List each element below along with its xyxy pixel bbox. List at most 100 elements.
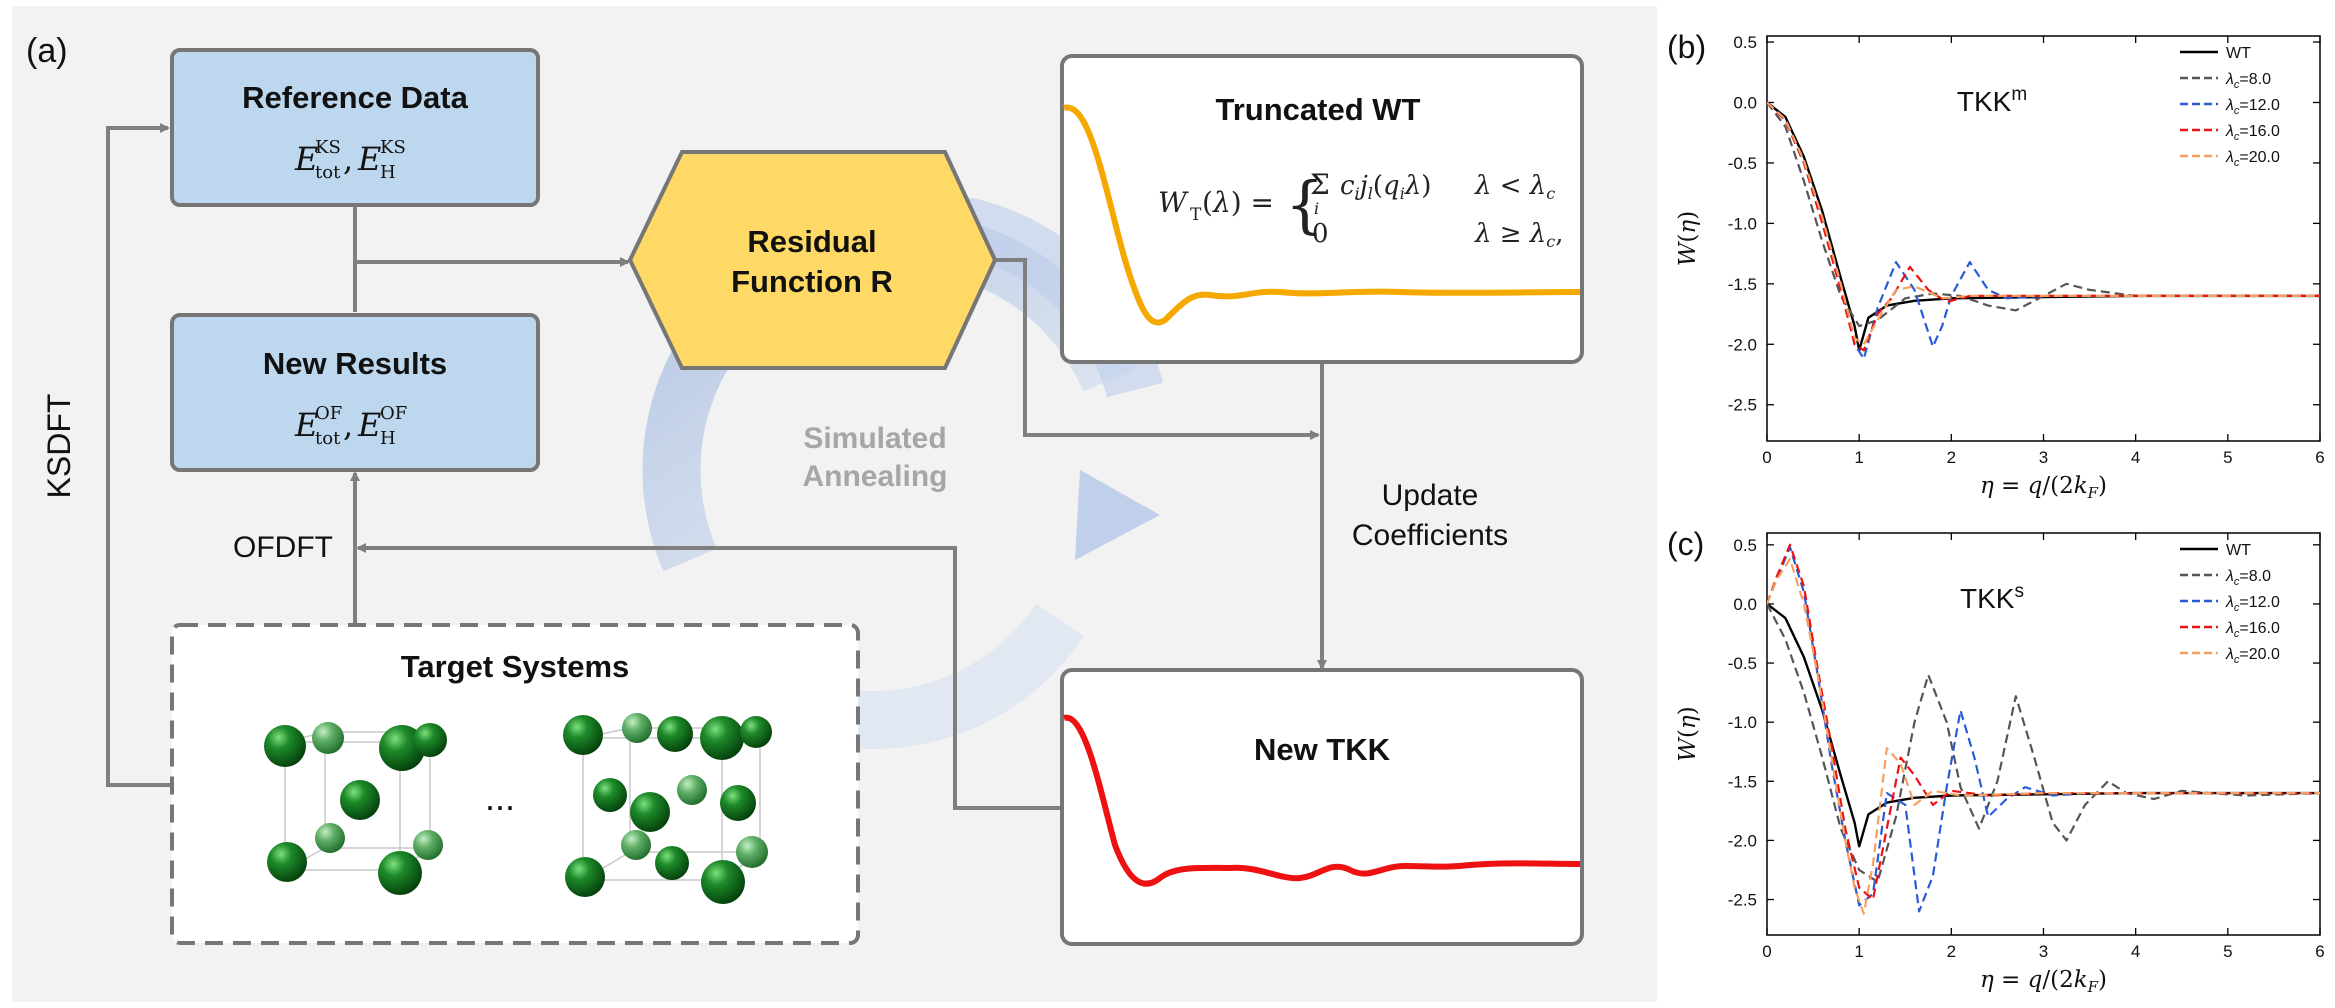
series-group [1767,543,2320,915]
legend-label: λc=20.0 [2225,149,2280,169]
residual-line-1: Residual [747,224,876,259]
svg-text:(λ) =: (λ) = [1202,186,1274,219]
svg-text:H: H [380,428,396,449]
y-axis-label: W(η) [1675,706,1701,761]
new-results-box: New Results E tot OF , E H OF [170,313,540,472]
chart-panel-label: (b) [1667,29,1706,65]
target-systems-box: Target Systems ... [170,623,860,945]
y-tick-label: -1.5 [1728,275,1757,294]
y-tick-label: -0.5 [1728,154,1757,173]
svg-text:cijl(qiλ): cijl(qiλ) [1340,171,1431,203]
y-tick-label: 0.5 [1733,33,1757,52]
y-tick-label: -0.5 [1728,654,1757,673]
reference-data-formula: E tot KS , E H KS [294,137,406,183]
crystal-structure-2 [563,713,772,904]
x-tick-label: 6 [2315,448,2324,467]
reference-data-box: Reference Data E tot KS , E H KS [170,48,540,207]
x-tick-label: 2 [1947,448,1956,467]
svg-text:T: T [1190,205,1202,225]
ofdft-label: OFDFT [233,531,333,564]
target-systems-title: Target Systems [401,649,630,684]
legend-label: λc=12.0 [2225,594,2280,614]
y-tick-label: 0.0 [1733,595,1757,614]
connectors [106,123,1327,810]
update-label-1: Update [1382,479,1479,512]
legend-label: WT [2226,45,2251,62]
x-tick-label: 4 [2131,942,2140,961]
target-systems-ellipsis: ... [485,777,515,818]
x-tick-label: 5 [2223,448,2232,467]
chart-title: TKKs [1960,581,2024,614]
series-line-1 [1767,603,2320,883]
y-tick-label: -2.5 [1728,891,1757,910]
truncated-wt-equation: W T (λ) = { Σ i cijl(qiλ) λ < λc 0 λ ≥ λ… [1158,168,1564,251]
y-tick-label: -1.0 [1728,214,1757,233]
x-tick-label: 1 [1854,448,1863,467]
x-tick-label: 4 [2131,448,2140,467]
y-tick-label: -1.0 [1728,713,1757,732]
legend-label: λc=16.0 [2225,620,2280,640]
new-results-title: New Results [263,346,447,381]
new-tkk-title: New TKK [1254,732,1391,767]
svg-text:tot: tot [315,162,341,183]
truncated-wt-title: Truncated WT [1216,92,1421,127]
residual-line-2: Function R [731,264,893,299]
svg-text:Σ: Σ [1310,168,1330,201]
series-line-4 [1767,557,2320,915]
annealing-label-2: Annealing [802,460,947,493]
chart-title: TKKm [1957,84,2027,117]
svg-text:0: 0 [1312,219,1329,249]
legend-label: λc=8.0 [2225,71,2271,91]
y-axis-label: W(η) [1675,211,1701,266]
x-tick-label: 3 [2039,942,2048,961]
x-tick-label: 0 [1762,942,1771,961]
series-line-2 [1767,546,2320,913]
new-tkk-curve [1063,714,1581,887]
svg-text:OF: OF [315,403,342,424]
y-tick-label: -2.0 [1728,831,1757,850]
new-results-formula: E tot OF , E H OF [294,403,407,449]
series-line-3 [1767,101,2320,352]
truncated-wt-box: Truncated WT W T (λ) = { Σ i cijl(qiλ) λ… [1060,54,1584,364]
legend-label: λc=8.0 [2225,568,2271,588]
y-tick-label: -2.5 [1728,396,1757,415]
x-tick-label: 1 [1854,942,1863,961]
crystal-structure-1 [264,722,447,895]
svg-text:E: E [357,406,381,444]
series-line-0 [1767,602,2320,848]
update-label-2: Coefficients [1352,519,1508,552]
y-tick-label: -2.0 [1728,335,1757,354]
new-tkk-box: New TKK [1060,668,1584,946]
ksdft-label: KSDFT [41,394,77,499]
svg-text:,: , [343,140,353,178]
x-tick-label: 6 [2315,942,2324,961]
svg-text:tot: tot [315,428,341,449]
series-group [1767,101,2320,360]
legend-label: λc=12.0 [2225,97,2280,117]
svg-text:λ ≥ λc,: λ ≥ λc, [1474,219,1564,251]
chart-panel-label: (c) [1667,526,1704,562]
series-line-3 [1767,543,2320,901]
svg-text:W: W [1158,186,1189,219]
legend-label: λc=16.0 [2225,123,2280,143]
y-tick-label: -1.5 [1728,772,1757,791]
svg-text:KS: KS [315,137,341,158]
svg-text:KS: KS [380,137,406,158]
svg-text:λ < λc: λ < λc [1474,171,1555,203]
chart-frame [1766,532,2321,936]
x-tick-label: 0 [1762,448,1771,467]
x-axis-label: η = q/(2kF) [1980,473,2107,502]
x-tick-label: 3 [2039,448,2048,467]
reference-data-title: Reference Data [242,80,468,115]
svg-text:{: { [1285,168,1324,241]
residual-function-hexagon: Residual Function R [627,150,998,370]
svg-text:OF: OF [380,403,407,424]
annealing-label-1: Simulated [803,422,946,455]
svg-text:E: E [294,406,318,444]
svg-text:E: E [294,140,318,178]
svg-text:,: , [343,406,353,444]
panel-a-label: (a) [26,32,68,70]
chart-frame [1766,35,2321,442]
